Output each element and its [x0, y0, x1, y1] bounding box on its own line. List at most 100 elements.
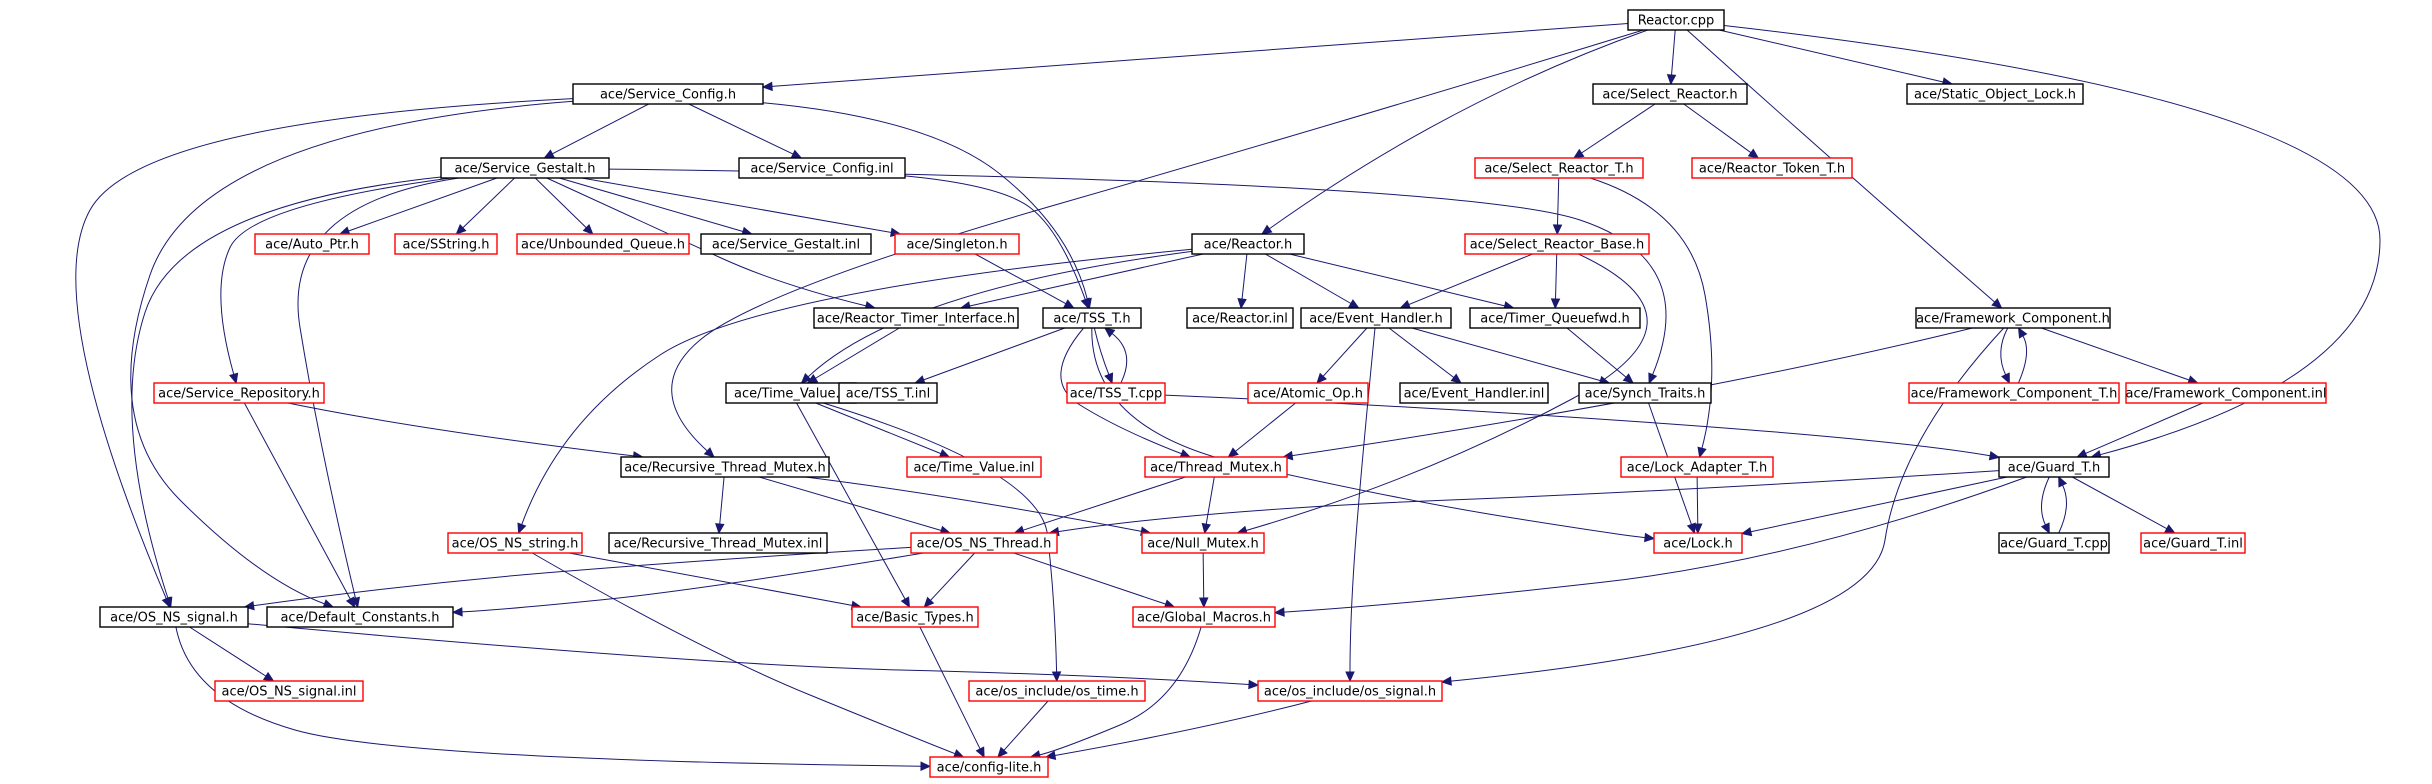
node-framework-component-t-h[interactable]: ace/Framework_Component_T.h: [1908, 382, 2120, 404]
node-box[interactable]: [1141, 532, 1265, 554]
node-os-ns-signal-inl[interactable]: ace/OS_NS_signal.inl: [214, 680, 364, 702]
node-box[interactable]: [968, 680, 1146, 702]
node-static-object-lock-h[interactable]: ace/Static_Object_Lock.h: [1906, 83, 2084, 105]
node-box[interactable]: [440, 157, 610, 179]
node-time-value-inl[interactable]: ace/Time_Value.inl: [906, 456, 1042, 478]
node-reactor-cpp[interactable]: Reactor.cpp: [1627, 9, 1725, 31]
node-recursive-thread-mutex-inl[interactable]: ace/Recursive_Thread_Mutex.inl: [608, 532, 828, 554]
node-box[interactable]: [153, 382, 325, 404]
node-box[interactable]: [214, 680, 364, 702]
node-box[interactable]: [738, 157, 906, 179]
node-box[interactable]: [1474, 157, 1644, 179]
node-service-config-h[interactable]: ace/Service_Config.h: [572, 83, 764, 105]
node-lock-h[interactable]: ace/Lock.h: [1653, 532, 1743, 554]
node-event-handler-h[interactable]: ace/Event_Handler.h: [1300, 307, 1452, 329]
node-guard-t-inl[interactable]: ace/Guard_T.inl: [2140, 532, 2246, 554]
node-box[interactable]: [1998, 532, 2110, 554]
node-box[interactable]: [906, 456, 1042, 478]
node-tss-t-cpp[interactable]: ace/TSS_T.cpp: [1066, 382, 1166, 404]
node-box[interactable]: [2125, 382, 2327, 404]
node-box[interactable]: [851, 606, 979, 628]
node-reactor-inl[interactable]: ace/Reactor.inl: [1186, 307, 1294, 329]
node-reactor-timer-interface-h[interactable]: ace/Reactor_Timer_Interface.h: [813, 307, 1019, 329]
node-default-constants-h[interactable]: ace/Default_Constants.h: [266, 606, 454, 628]
node-box[interactable]: [394, 233, 498, 255]
node-recursive-thread-mutex-h[interactable]: ace/Recursive_Thread_Mutex.h: [620, 456, 830, 478]
node-lock-adapter-t-h[interactable]: ace/Lock_Adapter_T.h: [1620, 456, 1774, 478]
node-box[interactable]: [1191, 233, 1305, 255]
node-box[interactable]: [813, 307, 1019, 329]
node-framework-component-h[interactable]: ace/Framework_Component.h: [1915, 307, 2111, 329]
node-event-handler-inl[interactable]: ace/Event_Handler.inl: [1399, 382, 1549, 404]
node-os-ns-string-h[interactable]: ace/OS_NS_string.h: [447, 532, 583, 554]
node-box[interactable]: [1066, 382, 1166, 404]
node-reactor-h[interactable]: ace/Reactor.h: [1191, 233, 1305, 255]
node-service-config-inl[interactable]: ace/Service_Config.inl: [738, 157, 906, 179]
node-tss-t-h[interactable]: ace/TSS_T.h: [1042, 307, 1142, 329]
node-box[interactable]: [894, 233, 1020, 255]
node-tss-t-inl[interactable]: ace/TSS_T.inl: [838, 382, 938, 404]
node-reactor-token-t-h[interactable]: ace/Reactor_Token_T.h: [1691, 157, 1853, 179]
node-box[interactable]: [2140, 532, 2246, 554]
node-box[interactable]: [516, 233, 690, 255]
node-box[interactable]: [1399, 382, 1549, 404]
node-box[interactable]: [1998, 456, 2110, 478]
node-box[interactable]: [620, 456, 830, 478]
node-box[interactable]: [1469, 307, 1641, 329]
node-time-value-h[interactable]: ace/Time_Value.h: [725, 382, 857, 404]
node-box[interactable]: [929, 756, 1049, 778]
node-box[interactable]: [1915, 307, 2111, 329]
node-select-reactor-t-h[interactable]: ace/Select_Reactor_T.h: [1474, 157, 1644, 179]
node-box[interactable]: [1908, 382, 2120, 404]
node-box[interactable]: [1653, 532, 1743, 554]
node-os-ns-thread-h[interactable]: ace/OS_NS_Thread.h: [910, 532, 1058, 554]
node-box[interactable]: [1464, 233, 1650, 255]
node-os-signal-h[interactable]: ace/os_include/os_signal.h: [1257, 680, 1443, 702]
node-box[interactable]: [1691, 157, 1853, 179]
node-os-time-h[interactable]: ace/os_include/os_time.h: [968, 680, 1146, 702]
node-os-ns-signal-h[interactable]: ace/OS_NS_signal.h: [99, 606, 249, 628]
node-box[interactable]: [1042, 307, 1142, 329]
node-sstring-h[interactable]: ace/SString.h: [394, 233, 498, 255]
node-box[interactable]: [1247, 382, 1369, 404]
node-atomic-op-h[interactable]: ace/Atomic_Op.h: [1247, 382, 1369, 404]
node-box[interactable]: [1132, 606, 1276, 628]
node-config-lite-h[interactable]: ace/config-lite.h: [929, 756, 1049, 778]
node-box[interactable]: [1144, 456, 1288, 478]
node-box[interactable]: [1578, 382, 1712, 404]
node-guard-t-h[interactable]: ace/Guard_T.h: [1998, 456, 2110, 478]
node-guard-t-cpp[interactable]: ace/Guard_T.cpp: [1998, 532, 2110, 554]
node-unbounded-queue-h[interactable]: ace/Unbounded_Queue.h: [516, 233, 690, 255]
node-framework-component-inl[interactable]: ace/Framework_Component.inl: [2125, 382, 2327, 404]
node-box[interactable]: [1300, 307, 1452, 329]
node-box[interactable]: [700, 233, 872, 255]
node-global-macros-h[interactable]: ace/Global_Macros.h: [1132, 606, 1276, 628]
node-box[interactable]: [266, 606, 454, 628]
node-box[interactable]: [1592, 83, 1748, 105]
node-singleton-h[interactable]: ace/Singleton.h: [894, 233, 1020, 255]
node-box[interactable]: [910, 532, 1058, 554]
node-box[interactable]: [1257, 680, 1443, 702]
node-service-gestalt-inl[interactable]: ace/Service_Gestalt.inl: [700, 233, 872, 255]
node-box[interactable]: [254, 233, 370, 255]
node-auto-ptr-h[interactable]: ace/Auto_Ptr.h: [254, 233, 370, 255]
node-service-repository-h[interactable]: ace/Service_Repository.h: [153, 382, 325, 404]
node-box[interactable]: [99, 606, 249, 628]
node-basic-types-h[interactable]: ace/Basic_Types.h: [851, 606, 979, 628]
node-thread-mutex-h[interactable]: ace/Thread_Mutex.h: [1144, 456, 1288, 478]
node-box[interactable]: [1620, 456, 1774, 478]
node-select-reactor-h[interactable]: ace/Select_Reactor.h: [1592, 83, 1748, 105]
node-box[interactable]: [572, 83, 764, 105]
node-select-reactor-base-h[interactable]: ace/Select_Reactor_Base.h: [1464, 233, 1650, 255]
node-timer-queuefwd-h[interactable]: ace/Timer_Queuefwd.h: [1469, 307, 1641, 329]
node-synch-traits-h[interactable]: ace/Synch_Traits.h: [1578, 382, 1712, 404]
node-null-mutex-h[interactable]: ace/Null_Mutex.h: [1141, 532, 1265, 554]
node-box[interactable]: [447, 532, 583, 554]
node-box[interactable]: [1186, 307, 1294, 329]
node-label: ace/Null_Mutex.h: [1147, 537, 1259, 552]
node-service-gestalt-h[interactable]: ace/Service_Gestalt.h: [440, 157, 610, 179]
node-box[interactable]: [608, 532, 828, 554]
node-box[interactable]: [1906, 83, 2084, 105]
node-box[interactable]: [838, 382, 938, 404]
node-box[interactable]: [1627, 9, 1725, 31]
